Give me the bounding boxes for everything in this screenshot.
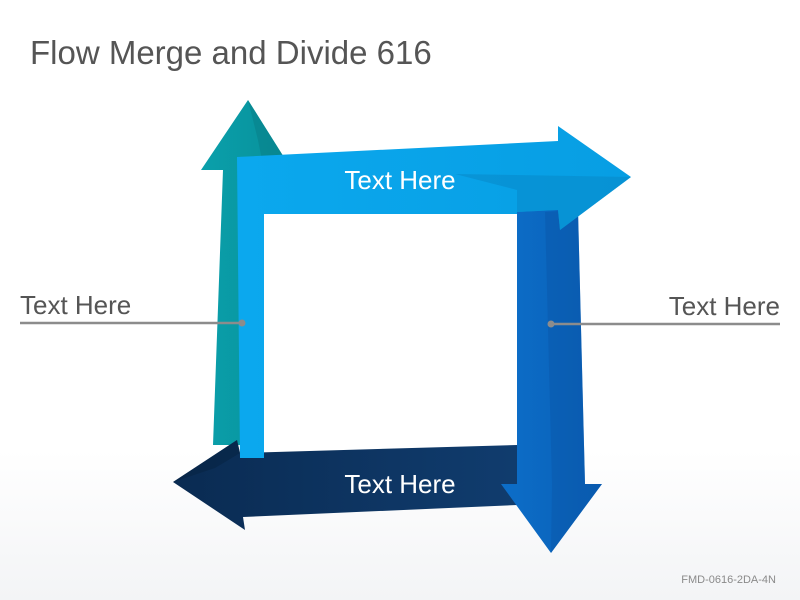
center-square <box>285 214 517 445</box>
right-callout-label: Text Here <box>669 291 780 321</box>
right-callout-dot <box>547 320 555 328</box>
footer-code: FMD-0616-2DA-4N <box>681 574 776 586</box>
navy-left-arrow <box>173 440 517 530</box>
page-title: Flow Merge and Divide 616 <box>30 34 432 71</box>
left-callout-dot <box>238 319 246 327</box>
left-callout: Text Here <box>20 290 246 327</box>
right-callout: Text Here <box>547 291 780 328</box>
blue-down-arrow <box>501 210 602 553</box>
bottom-arrow-label: Text Here <box>344 469 455 499</box>
left-callout-label: Text Here <box>20 290 131 320</box>
top-arrow-label: Text Here <box>344 165 455 195</box>
